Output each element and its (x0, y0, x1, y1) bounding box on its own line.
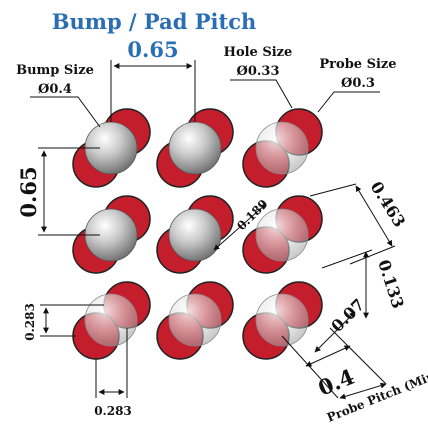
bump-cell (156, 195, 234, 274)
bump-sphere-ghost (168, 293, 222, 347)
offset-dimensions (40, 304, 128, 398)
bump-size-title: Bump Size (16, 63, 94, 78)
pitch-dimension-horizontal (110, 60, 196, 122)
bump-cell (156, 281, 234, 360)
offset-vertical-value: 0.283 (23, 303, 37, 341)
dim-0133: 0.133 (374, 257, 408, 311)
dim-0463: 0.463 (367, 178, 410, 231)
probe-size-title: Probe Size (319, 57, 396, 72)
probe-size-value: Ø0.3 (341, 76, 375, 91)
probe-size-leader (317, 91, 380, 113)
hole-size-title: Hole Size (224, 45, 293, 60)
diagonal-dimensions (213, 183, 396, 400)
bump-sphere-ghost (255, 293, 309, 347)
bump-sphere (168, 208, 222, 262)
offset-horizontal-value: 0.283 (94, 404, 132, 418)
bump-cell (156, 108, 234, 188)
bump-sphere-ghost (255, 208, 309, 262)
bump-size-leader (30, 96, 101, 128)
bump-cell (242, 108, 323, 188)
bump-cell (72, 281, 151, 360)
bump-cell (72, 195, 151, 274)
bump-cell (242, 281, 323, 360)
diagram-title: Bump / Pad Pitch (52, 9, 257, 34)
pitch-value: 0.65 (127, 37, 178, 62)
bump-grid (72, 108, 323, 360)
pitch-dimension-vertical (38, 147, 100, 236)
bump-cell (72, 108, 151, 188)
bump-sphere (168, 121, 222, 175)
pitch-vertical-value: 0.65 (16, 166, 41, 217)
bump-size-value: Ø0.4 (38, 82, 72, 97)
bump-sphere-ghost (255, 121, 309, 175)
hole-size-value: Ø0.33 (237, 64, 280, 79)
dim-007: 0.07 (327, 295, 368, 336)
hole-size-leader (230, 79, 293, 109)
dim-04: 0.4 (315, 364, 358, 401)
bump-sphere-ghost (84, 293, 138, 347)
